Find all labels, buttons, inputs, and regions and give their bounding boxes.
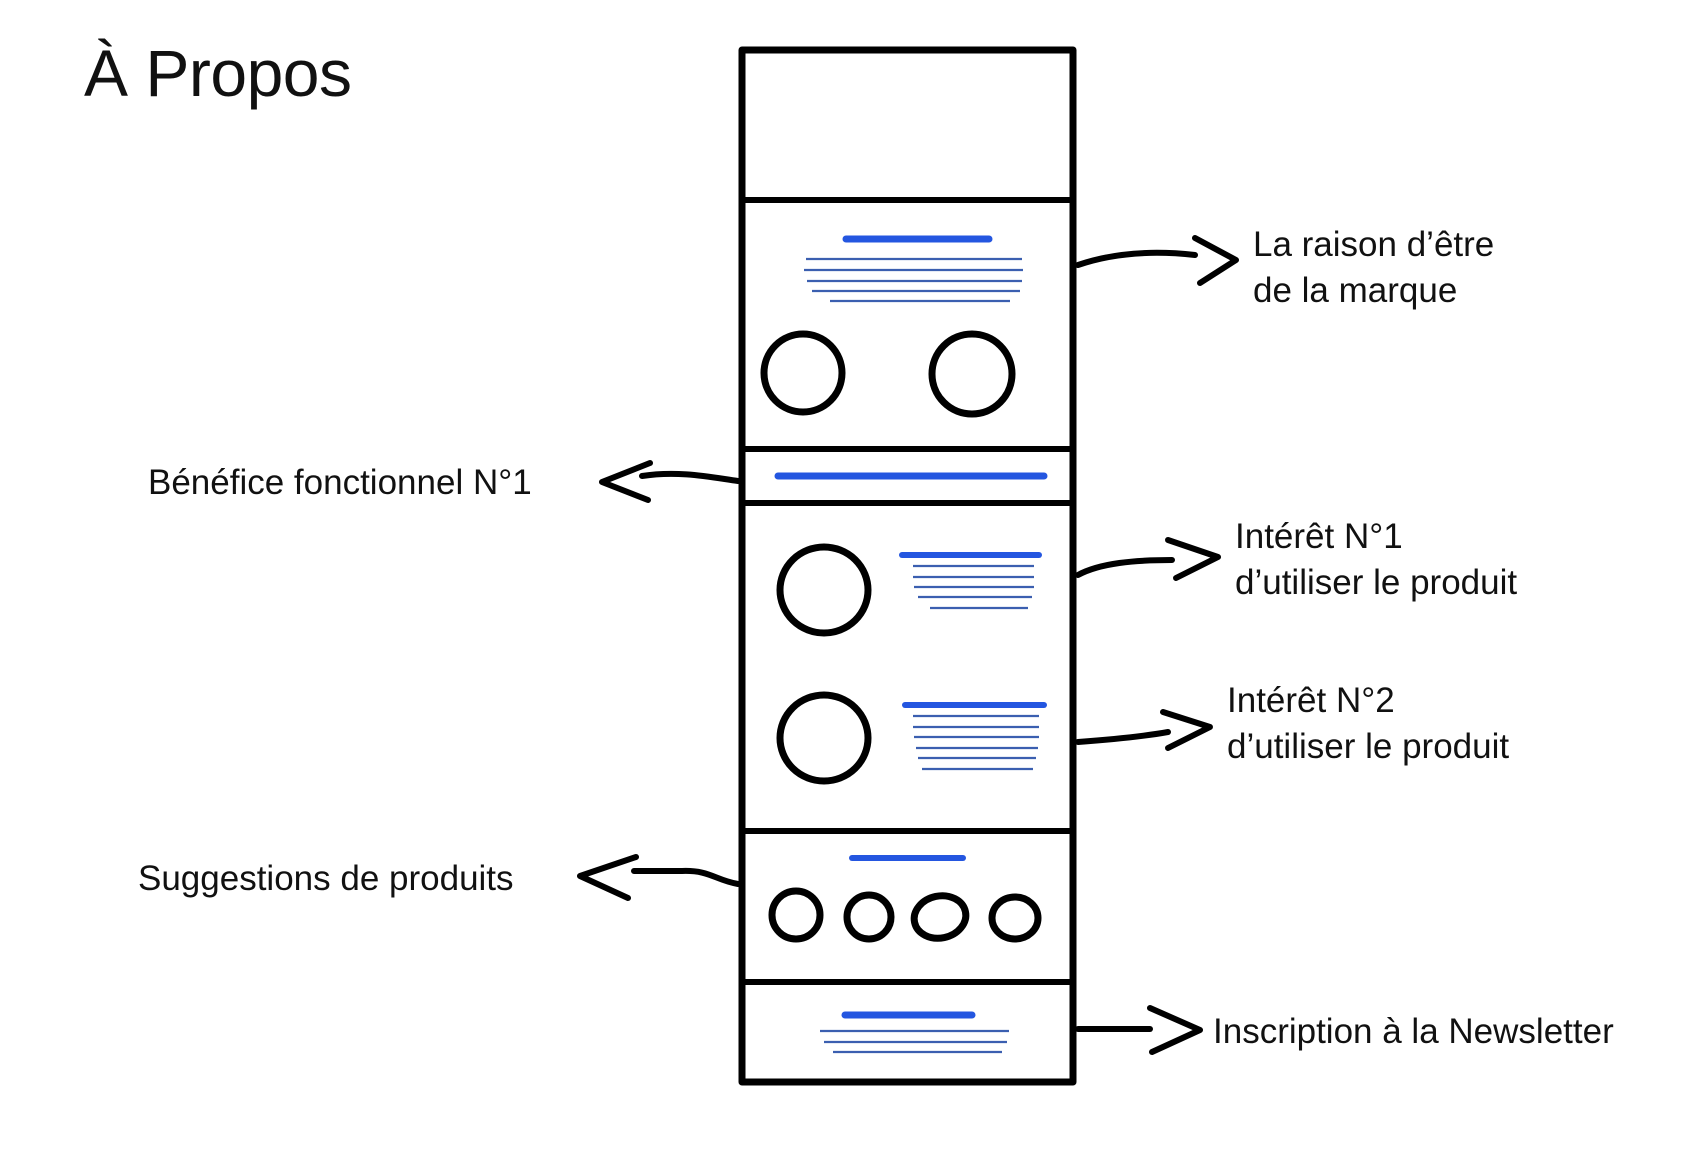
page-title: À Propos	[84, 36, 352, 110]
wireframe-frame	[738, 46, 1077, 1086]
section-product-suggestions	[768, 855, 1042, 943]
image-placeholder	[760, 330, 846, 416]
paragraph-lines	[913, 714, 1039, 771]
paragraph-lines	[913, 564, 1034, 610]
product-image	[988, 893, 1042, 943]
annotation-line: de la marque	[1253, 271, 1458, 310]
section-brand-purpose	[760, 235, 1023, 418]
annotation-line: d’utiliser le produit	[1227, 727, 1510, 766]
image-placeholder	[928, 330, 1016, 418]
annotation-interest-2: Intérêt N°2 d’utiliser le produit	[1227, 678, 1509, 770]
image-placeholder	[776, 691, 872, 785]
arrow-right-icon	[1075, 235, 1239, 286]
section-newsletter	[820, 1011, 1009, 1054]
arrow-right-icon	[1075, 709, 1213, 751]
annotation-brand-purpose: La raison d’être de la marque	[1253, 222, 1494, 314]
annotation-line: Inscription à la Newsletter	[1213, 1012, 1614, 1051]
arrow-left-icon	[599, 460, 741, 503]
annotation-line: Suggestions de produits	[138, 859, 514, 898]
annotation-interest-1: Intérêt N°1 d’utiliser le produit	[1235, 514, 1517, 606]
section-interests	[776, 543, 1047, 785]
annotation-line: Intérêt N°2	[1227, 681, 1395, 720]
product-image	[843, 891, 895, 943]
annotation-line: d’utiliser le produit	[1235, 563, 1518, 602]
annotation-newsletter: Inscription à la Newsletter	[1213, 1009, 1614, 1055]
annotation-line: Bénéfice fonctionnel N°1	[148, 463, 532, 502]
annotation-line: Intérêt N°1	[1235, 517, 1403, 556]
annotation-line: La raison d’être	[1253, 225, 1495, 264]
product-image	[910, 892, 970, 942]
product-image	[768, 887, 824, 943]
arrow-left-icon	[577, 854, 741, 901]
arrow-right-icon	[1075, 1005, 1203, 1055]
paragraph-lines	[804, 257, 1023, 303]
annotation-functional-benefit: Bénéfice fonctionnel N°1	[148, 460, 532, 506]
image-placeholder	[776, 543, 872, 637]
arrow-right-icon	[1075, 537, 1221, 581]
paragraph-lines	[820, 1029, 1009, 1054]
annotation-product-suggestions: Suggestions de produits	[138, 856, 514, 902]
